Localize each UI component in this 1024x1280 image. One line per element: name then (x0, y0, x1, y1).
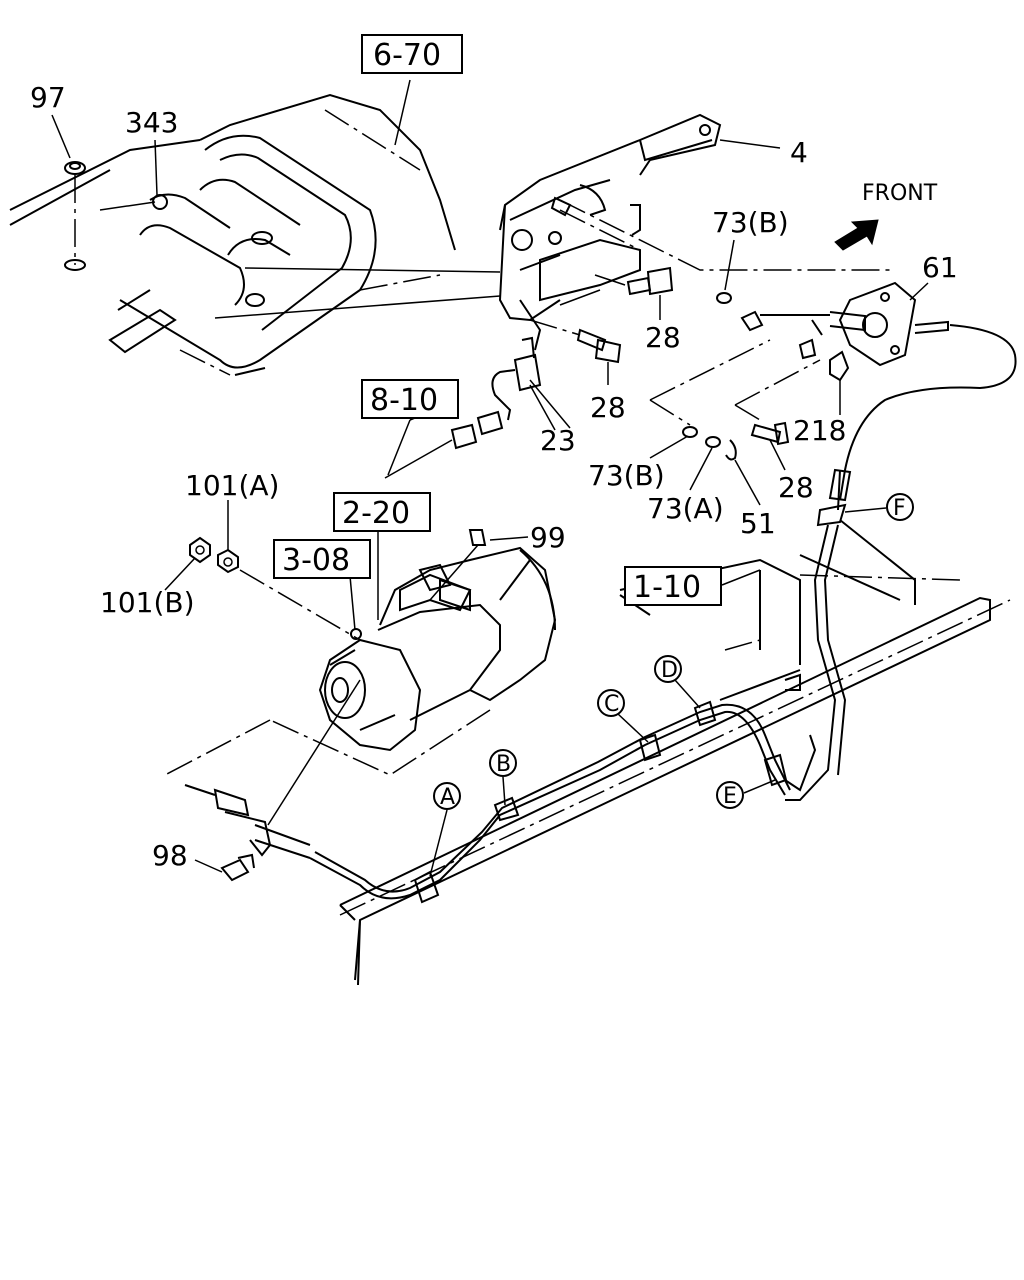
front-direction-label: FRONT (862, 181, 938, 206)
part-labels: 97 343 4 73(B) 61 28 28 23 73(B) 218 28 … (30, 81, 958, 872)
clip-callouts (429, 493, 914, 877)
clip-label-f: F (893, 496, 906, 521)
cable-end-parts (649, 239, 830, 461)
part-label-51: 51 (740, 507, 776, 540)
cable-routing-drawing (309, 700, 817, 904)
reference-boxes: 6-70 8-10 2-20 3-08 1-10 (273, 34, 722, 606)
bolt-28-upper (626, 266, 674, 320)
switch-23-drawing (384, 336, 571, 479)
clip-letters: A B C D E F (440, 496, 906, 810)
part-label-23: 23 (540, 424, 576, 457)
transmission-drawing (164, 529, 557, 776)
part-label-73a: 73(A) (647, 492, 724, 525)
ref-box-8-10: 8-10 (370, 383, 438, 418)
ref-box-1-10: 1-10 (633, 570, 701, 605)
part-label-101a: 101(A) (185, 469, 279, 502)
part-label-28-upper: 28 (645, 321, 681, 354)
part-label-99: 99 (530, 521, 566, 554)
clip-label-c: C (604, 692, 619, 717)
clip-label-b: B (496, 752, 511, 777)
bolt-28-lower (529, 319, 622, 385)
ref-box-6-70: 6-70 (373, 38, 441, 73)
part-label-4: 4 (790, 136, 808, 169)
front-arrow-icon (834, 219, 879, 251)
floor-panel-drawing (9, 93, 456, 376)
nuts-101-drawing (189, 536, 239, 574)
part-label-73b-upper: 73(B) (712, 206, 789, 239)
cable-transmission-end-drawing (184, 679, 361, 882)
part-label-61: 61 (922, 251, 958, 284)
clip-label-e: E (723, 784, 737, 809)
leader-lines-tunnel (214, 267, 501, 319)
clip-label-d: D (661, 658, 678, 683)
part-label-343: 343 (125, 106, 178, 139)
part-label-98: 98 (152, 839, 188, 872)
ref-box-2-20: 2-20 (342, 496, 410, 531)
clip-label-a: A (440, 785, 455, 810)
brake-lever-assembly-drawing (498, 113, 890, 351)
part-label-101b: 101(B) (100, 586, 195, 619)
part-label-28-middle: 28 (590, 391, 626, 424)
cable-61-drawing (785, 281, 1017, 801)
part-label-28-lower: 28 (778, 471, 814, 504)
ref-box-3-08: 3-08 (282, 543, 350, 578)
part-label-73b-lower: 73(B) (588, 459, 665, 492)
part-label-97: 97 (30, 81, 66, 114)
part-label-218: 218 (793, 414, 846, 447)
